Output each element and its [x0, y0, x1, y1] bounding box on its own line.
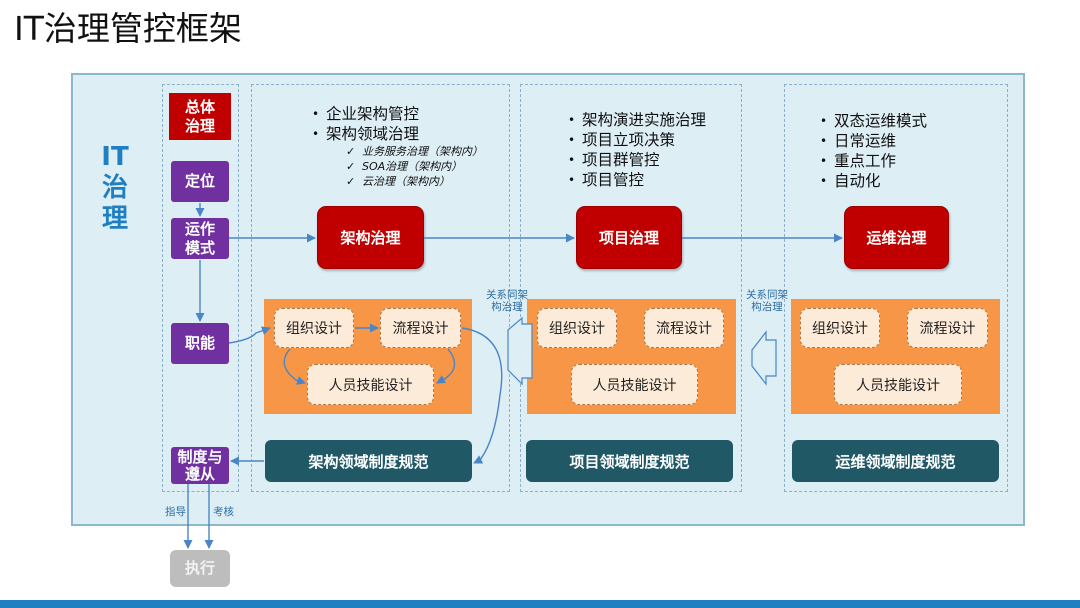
- architecture-governance-box: 架构治理: [317, 206, 424, 269]
- operations-norms-box: 运维领域制度规范: [792, 440, 999, 482]
- bullet-item: •双态运维模式: [820, 112, 928, 130]
- duty-to-org-arrow: [228, 326, 271, 344]
- bullet-item: •自动化: [820, 172, 881, 190]
- bullet-item: •项目立项决策: [568, 131, 676, 149]
- bullet-item: •企业架构管控: [312, 105, 420, 123]
- operations-column-container: [784, 84, 1008, 492]
- process-to-norms-arrow: [461, 327, 503, 464]
- bullet-item: •项目管控: [568, 171, 645, 189]
- staff-skill-design-pill: 人员技能设计: [307, 364, 434, 405]
- system-compliance-box: 制度与 遵从: [171, 447, 229, 484]
- process-design-pill: 流程设计: [380, 308, 461, 348]
- org-design-pill: 组织设计: [537, 308, 617, 348]
- page-title: IT治理管控框架: [14, 9, 242, 48]
- architecture-norms-box: 架构领域制度规范: [265, 440, 472, 482]
- process-design-pill: 流程设计: [907, 308, 988, 348]
- project-norms-box: 项目领域制度规范: [526, 440, 733, 482]
- process-to-skill-arrow: [436, 348, 456, 384]
- relation-note-operations: 关系同架 构治理: [746, 289, 788, 313]
- left-column-container: [162, 84, 239, 492]
- project-column-container: [520, 84, 742, 492]
- project-bullets: •架构演进实施治理 •项目立项决策 •项目群管控 •项目管控: [568, 110, 738, 190]
- architecture-bullets: •企业架构管控 •架构领域治理 ✓业务服务治理（架构内） ✓SOA治理（架构内）…: [312, 104, 508, 189]
- hollow-left-arrow-operations: [751, 330, 777, 386]
- org-design-pill: 组织设计: [800, 308, 880, 348]
- execution-box: 执行: [170, 550, 230, 587]
- project-governance-box: 项目治理: [576, 206, 682, 269]
- org-to-skill-arrow: [283, 348, 306, 385]
- sub-bullet-item: ✓SOA治理（架构内）: [346, 160, 463, 173]
- relation-note-project: 关系同架 构治理: [486, 289, 528, 313]
- bullet-item: •重点工作: [820, 152, 897, 170]
- process-design-pill: 流程设计: [644, 308, 724, 348]
- it-governance-label: IT 治 理: [101, 142, 129, 234]
- operations-governance-box: 运维治理: [844, 206, 949, 269]
- assess-label: 考核: [213, 506, 234, 518]
- bullet-item: •架构领域治理: [312, 125, 420, 143]
- org-design-pill: 组织设计: [274, 308, 354, 348]
- operation-mode-box: 运作 模式: [171, 218, 229, 259]
- bottom-accent-bar: [0, 600, 1080, 608]
- guide-label: 指导: [165, 506, 186, 518]
- hollow-left-arrow-project: [507, 316, 533, 386]
- function-box: 职能: [171, 323, 229, 364]
- positioning-box: 定位: [171, 161, 229, 202]
- overall-governance-box: 总体 治理: [169, 93, 231, 140]
- staff-skill-design-pill: 人员技能设计: [571, 364, 698, 405]
- architecture-column-container: [251, 84, 510, 492]
- bullet-item: •架构演进实施治理: [568, 111, 707, 129]
- bullet-item: •日常运维: [820, 132, 897, 150]
- staff-skill-design-pill: 人员技能设计: [834, 364, 962, 405]
- bullet-item: •项目群管控: [568, 151, 660, 169]
- sub-bullet-item: ✓云治理（架构内）: [346, 175, 450, 188]
- sub-bullet-item: ✓业务服务治理（架构内）: [346, 145, 483, 158]
- operations-bullets: •双态运维模式 •日常运维 •重点工作 •自动化: [820, 111, 990, 191]
